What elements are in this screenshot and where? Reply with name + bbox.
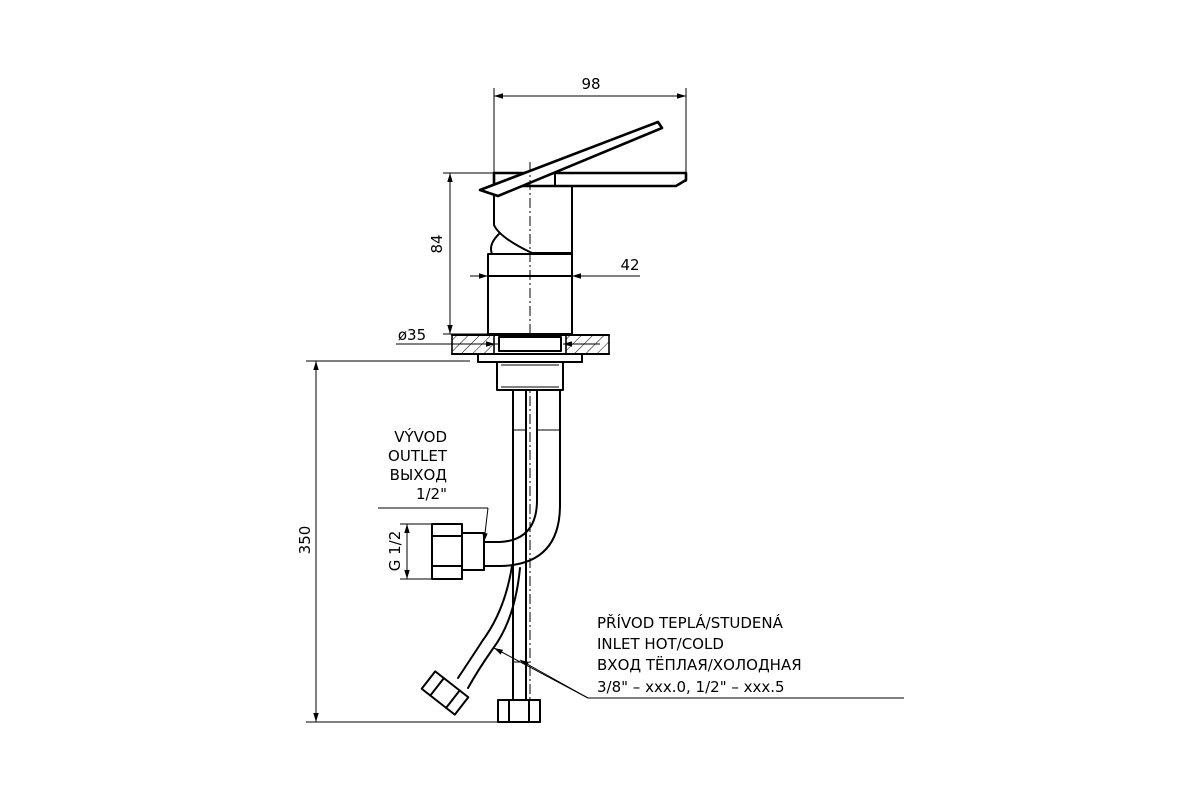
inlet-label-line1: PŘÍVOD TEPLÁ/STUDENÁ [597,613,784,632]
outlet-label-line1: VÝVOD [394,427,447,446]
outlet-label-line2: OUTLET [388,447,448,465]
dimension-width-98: 98 [493,75,687,186]
outlet-leader [378,507,489,543]
mounting-flange [477,336,583,391]
dim-35-label: ø35 [398,326,426,344]
dim-thread-label: G 1/2 [386,531,404,572]
dim-98-label: 98 [581,75,600,93]
outlet-label-line4: 1/2" [416,485,447,503]
outlet-nut [431,523,485,580]
inlet-hoses [457,389,561,703]
outlet-label: VÝVOD OUTLET ВЫХОД 1/2" [388,427,448,503]
dim-84-label: 84 [428,234,446,253]
inlet-nut-angled [420,670,470,716]
inlet-leader [493,647,904,699]
faucet-body [478,120,688,720]
inlet-label-line2: INLET HOT/COLD [597,635,724,653]
dim-42-label: 42 [620,256,639,274]
outlet-label-line3: ВЫХОД [390,466,447,484]
dim-350-label: 350 [296,526,314,555]
inlet-label: PŘÍVOD TEPLÁ/STUDENÁ INLET HOT/COLD ВХОД… [597,613,802,696]
dimension-total-350: 350 [296,360,505,723]
inlet-label-line3: ВХОД ТЁПЛАЯ/ХОЛОДНАЯ [597,655,802,674]
inlet-label-line4: 3/8" – xxx.0, 1/2" – xxx.5 [597,678,785,696]
inlet-nut-straight [497,699,541,723]
